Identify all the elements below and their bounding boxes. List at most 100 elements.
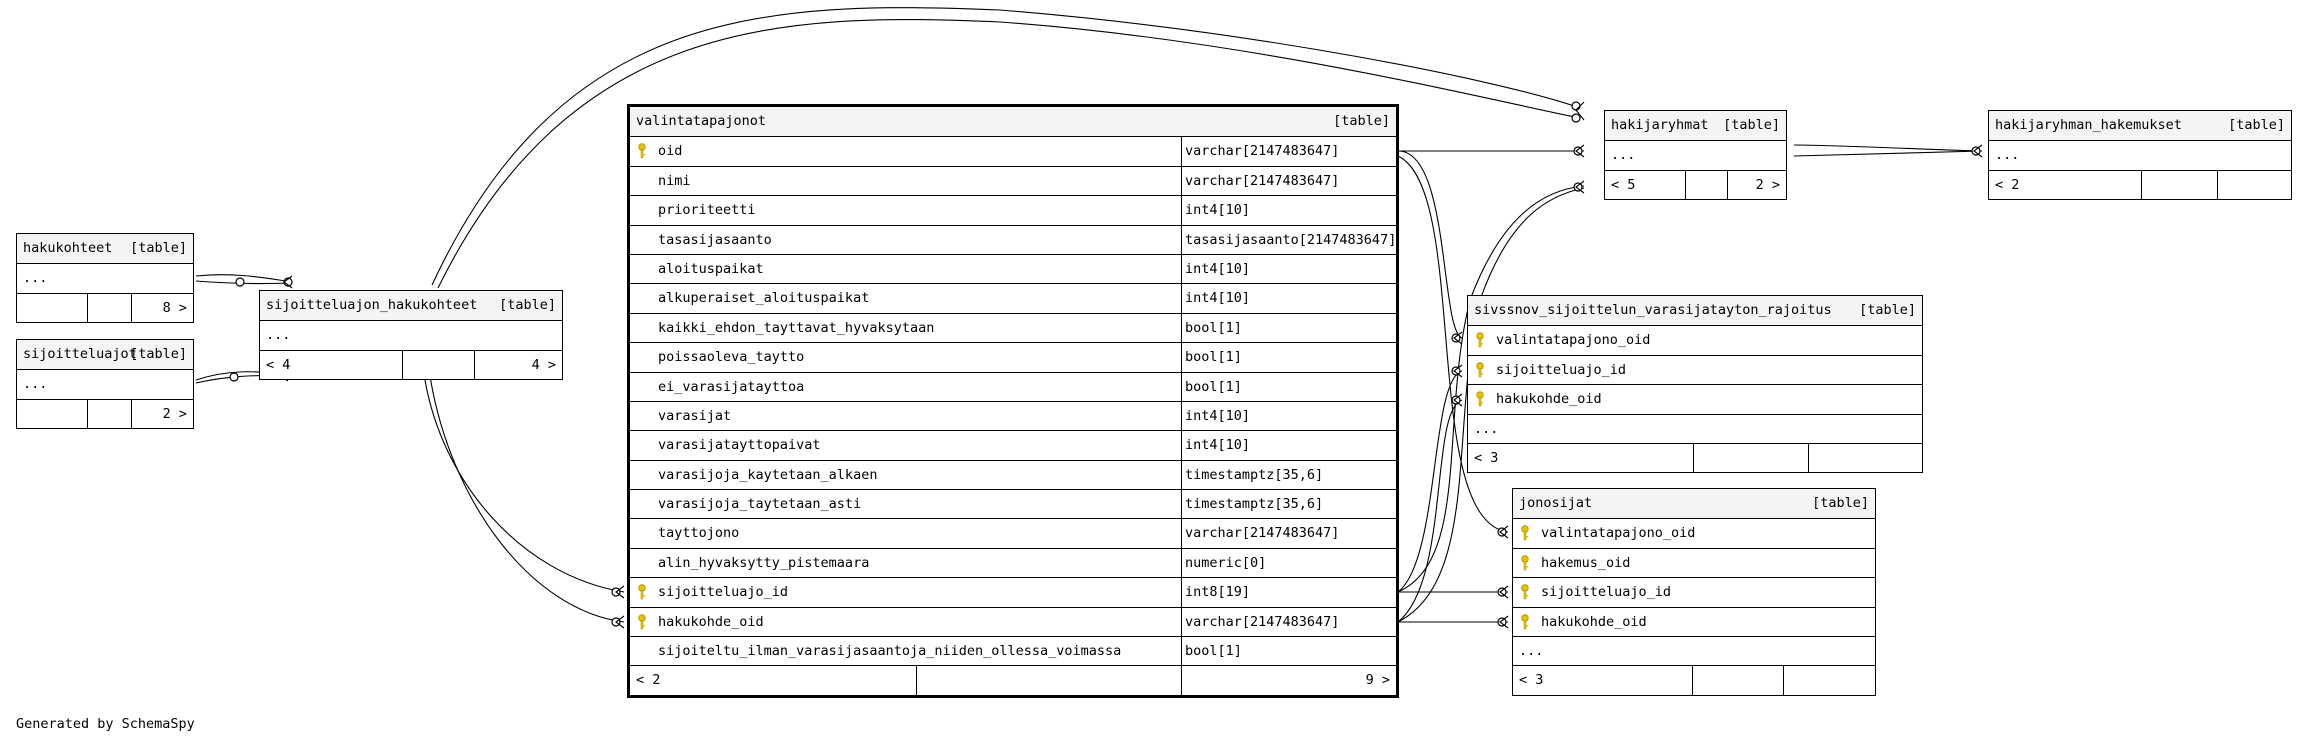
foot-right[interactable]: 8 > bbox=[162, 299, 187, 316]
foot-left[interactable]: < 2 bbox=[636, 672, 661, 689]
table-name: hakijaryhman_hakemukset bbox=[1995, 117, 2182, 133]
foot-right[interactable]: 9 > bbox=[1365, 672, 1390, 689]
column-name: tasasijasaanto bbox=[658, 231, 772, 248]
column-type: int4[10] bbox=[1185, 202, 1251, 219]
column-name: sijoitteluajo_id bbox=[1541, 584, 1672, 601]
key-icon bbox=[638, 584, 646, 600]
column-row[interactable]: kaikki_ehdon_tayttavat_hyvaksytaan bool[1… bbox=[630, 312, 1396, 343]
column-row[interactable]: varasijatayttopaivat int4[10] bbox=[630, 430, 1396, 460]
foot-right[interactable]: 2 > bbox=[1755, 176, 1780, 193]
table-name: sijoitteluajon_hakukohteet bbox=[266, 297, 478, 313]
column-type: timestamptz[35,6] bbox=[1185, 466, 1324, 483]
table-type: [table] bbox=[130, 240, 187, 256]
column-name: tayttojono bbox=[658, 525, 740, 542]
ellipsis: ... bbox=[1611, 147, 1636, 164]
column-type: int4[10] bbox=[1185, 290, 1251, 307]
column-row[interactable]: hakukohde_oid bbox=[1468, 384, 1922, 413]
column-type: int4[10] bbox=[1185, 407, 1251, 424]
ellipsis: ... bbox=[23, 376, 48, 393]
column-row[interactable]: varasijoja_taytetaan_asti timestamptz[35,… bbox=[630, 489, 1396, 519]
key-icon bbox=[638, 143, 646, 159]
column-name: kaikki_ehdon_tayttavat_hyvaksytaan bbox=[658, 319, 935, 336]
foot-left[interactable]: < 5 bbox=[1611, 176, 1636, 193]
foot-left[interactable]: < 4 bbox=[266, 356, 291, 373]
key-icon bbox=[1521, 525, 1529, 541]
column-name: poissaoleva_taytto bbox=[658, 349, 805, 366]
table-sijoitteluajon-hakukohteet[interactable]: sijoitteluajon_hakukohteet [table] ... < … bbox=[259, 290, 563, 381]
column-name: varasijatayttopaivat bbox=[658, 437, 821, 454]
column-row[interactable]: hakemus_oid bbox=[1513, 547, 1875, 577]
ellipsis: ... bbox=[266, 327, 291, 344]
column-row[interactable]: ei_varasijatayttoa bool[1] bbox=[630, 371, 1396, 401]
column-row[interactable]: valintatapajono_oid bbox=[1468, 325, 1922, 354]
table-type: [table] bbox=[1723, 117, 1780, 133]
foot-left[interactable]: < 3 bbox=[1519, 672, 1544, 689]
column-row[interactable]: poissaoleva_taytto bool[1] bbox=[630, 342, 1396, 372]
table-name: sivssnov_sijoittelun_varasijatayton_rajo… bbox=[1474, 302, 1832, 318]
column-row[interactable]: nimi varchar[2147483647] bbox=[630, 165, 1396, 196]
column-row[interactable]: varasijat int4[10] bbox=[630, 400, 1396, 431]
table-hakijaryhman-hakemukset[interactable]: hakijaryhman_hakemukset [table] ... < 2 bbox=[1988, 110, 2292, 201]
column-type: varchar[2147483647] bbox=[1185, 143, 1340, 160]
column-type: bool[1] bbox=[1185, 378, 1242, 395]
column-row[interactable]: sijoitteluajo_id bbox=[1513, 577, 1875, 606]
column-type: int4[10] bbox=[1185, 437, 1251, 454]
key-icon bbox=[1476, 332, 1484, 348]
column-row[interactable]: hakukohde_oid bbox=[1513, 606, 1875, 636]
column-name: ei_varasijatayttoa bbox=[658, 378, 805, 395]
table-sivssnov-sijoittelun-varasijatayton-rajoitus[interactable]: sivssnov_sijoittelun_varasijatayton_rajo… bbox=[1467, 295, 1923, 474]
column-name: nimi bbox=[658, 172, 691, 189]
column-type: bool[1] bbox=[1185, 349, 1242, 366]
table-sijoitteluajot[interactable]: sijoitteluajot[table] ... 2 > bbox=[16, 339, 194, 430]
key-icon bbox=[1521, 584, 1529, 600]
table-type: [table] bbox=[1333, 113, 1390, 129]
table-type: [table] bbox=[130, 346, 187, 362]
column-name: oid bbox=[658, 143, 683, 160]
column-type: int8[19] bbox=[1185, 584, 1251, 601]
column-type: bool[1] bbox=[1185, 319, 1242, 336]
column-type: timestamptz[35,6] bbox=[1185, 496, 1324, 513]
column-name: hakukohde_oid bbox=[658, 613, 764, 630]
table-type: [table] bbox=[499, 297, 556, 313]
column-name: varasijoja_taytetaan_asti bbox=[658, 496, 862, 513]
foot-left[interactable]: < 3 bbox=[1474, 449, 1499, 466]
column-row[interactable]: valintatapajono_oid bbox=[1513, 518, 1875, 547]
column-row[interactable]: sijoiteltu_ilman_varasijasaantoja_niiden… bbox=[630, 636, 1396, 666]
foot-left[interactable]: < 2 bbox=[1995, 176, 2020, 193]
column-name: varasijat bbox=[658, 407, 732, 424]
foot-right[interactable]: 2 > bbox=[162, 405, 187, 422]
column-row[interactable]: alin_hyvaksytty_pistemaara numeric[0] bbox=[630, 547, 1396, 578]
table-hakukohteet[interactable]: hakukohteet[table] ... 8 > bbox=[16, 233, 194, 324]
column-name: valintatapajono_oid bbox=[1541, 525, 1696, 542]
key-icon bbox=[1521, 613, 1529, 629]
ellipsis: ... bbox=[23, 270, 48, 287]
table-name: hakijaryhmat bbox=[1611, 117, 1709, 133]
column-row[interactable]: sijoitteluajo_id bbox=[1468, 354, 1922, 384]
table-name: sijoitteluajot bbox=[23, 346, 137, 362]
column-type: varchar[2147483647] bbox=[1185, 525, 1340, 542]
table-hakijaryhmat[interactable]: hakijaryhmat [table] ... < 5 2 > bbox=[1604, 110, 1787, 201]
column-row[interactable]: tayttojono varchar[2147483647] bbox=[630, 518, 1396, 548]
column-type: int4[10] bbox=[1185, 260, 1251, 277]
column-row[interactable]: oid varchar[2147483647] bbox=[630, 136, 1396, 166]
column-name: alin_hyvaksytty_pistemaara bbox=[658, 554, 870, 571]
foot-right[interactable]: 4 > bbox=[531, 356, 556, 373]
generated-by-note: Generated by SchemaSpy bbox=[16, 716, 195, 732]
column-type: varchar[2147483647] bbox=[1185, 172, 1340, 189]
column-row[interactable]: hakukohde_oid varchar[2147483647] bbox=[630, 606, 1396, 637]
column-type: numeric[0] bbox=[1185, 554, 1267, 571]
ellipsis: ... bbox=[1519, 642, 1544, 659]
table-type: [table] bbox=[2228, 117, 2285, 133]
key-icon bbox=[1476, 362, 1484, 378]
column-type: varchar[2147483647] bbox=[1185, 613, 1340, 630]
key-icon bbox=[638, 613, 646, 629]
ellipsis: ... bbox=[1995, 147, 2020, 164]
